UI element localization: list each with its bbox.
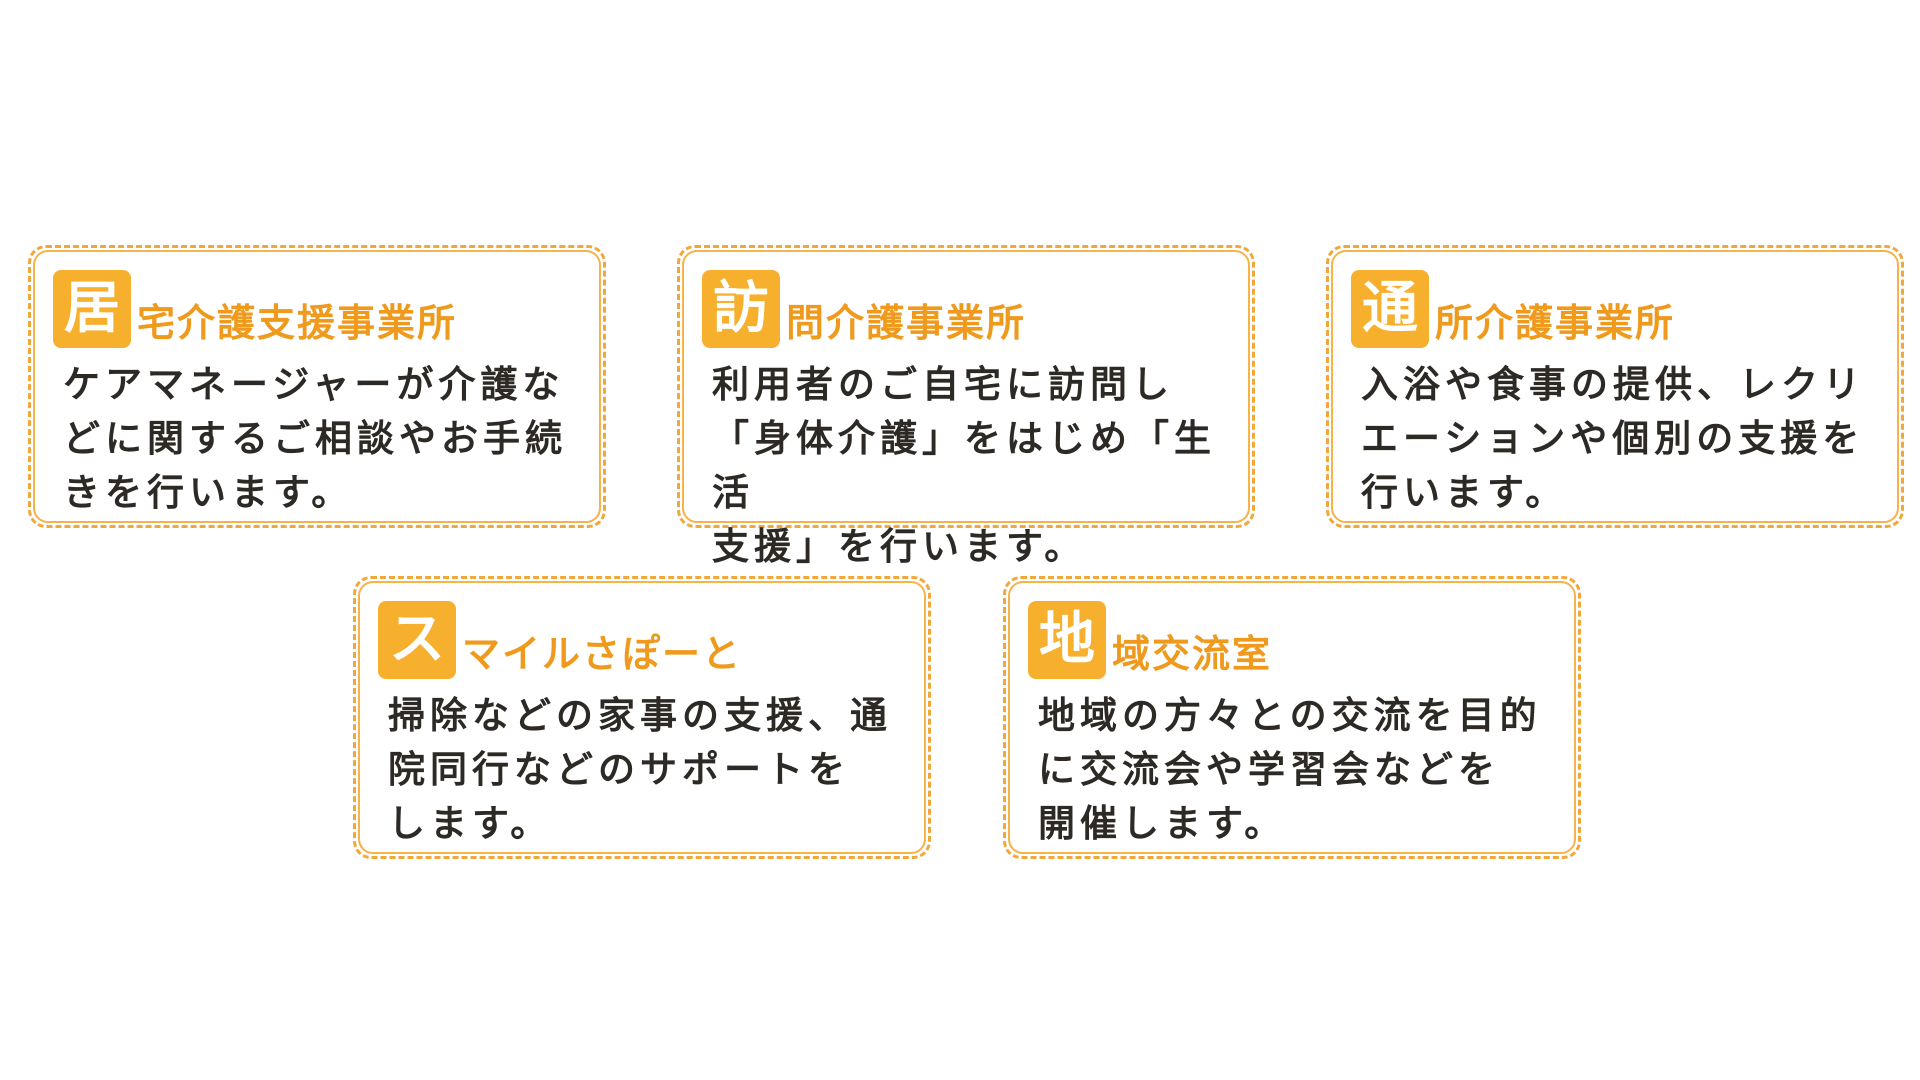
- card-description: 入浴や食事の提供、レクリ エーションや個別の支援を 行います。: [1361, 363, 1865, 514]
- title-badge: 訪: [702, 270, 780, 348]
- card-title: 通 所介護事業所: [1351, 270, 1675, 348]
- card-chiiki-koryushitsu: 地 域交流室 地域の方々との交流を目的 に交流会や学習会などを 開催します。: [1003, 576, 1581, 859]
- title-text: 域交流室: [1112, 632, 1273, 676]
- title-text: マイルさぽーと: [462, 632, 743, 676]
- card-title: 地 域交流室: [1028, 601, 1272, 679]
- card-kyotaku-kaigo-shien: 居 宅介護支援事業所 ケアマネージャーが介護な どに関するご相談やお手続 きを行…: [28, 245, 606, 528]
- card-smile-support: ス マイルさぽーと 掃除などの家事の支援、通 院同行などのサポートを します。: [353, 576, 931, 859]
- title-badge: 居: [53, 270, 131, 348]
- card-title: ス マイルさぽーと: [378, 601, 742, 679]
- card-title: 訪 問介護事業所: [702, 270, 1026, 348]
- title-text: 所介護事業所: [1435, 301, 1676, 345]
- title-badge: 地: [1028, 601, 1106, 679]
- title-badge: 通: [1351, 270, 1429, 348]
- card-description: 地域の方々との交流を目的 に交流会や学習会などを 開催します。: [1038, 694, 1542, 845]
- card-description: 掃除などの家事の支援、通 院同行などのサポートを します。: [388, 694, 892, 845]
- card-title: 居 宅介護支援事業所: [53, 270, 457, 348]
- title-text: 問介護事業所: [786, 301, 1027, 345]
- card-houmon-kaigo: 訪 問介護事業所 利用者のご自宅に訪問し 「身体介護」をはじめ「生活 支援」を行…: [677, 245, 1255, 568]
- title-text: 宅介護支援事業所: [137, 301, 458, 345]
- card-tsusho-kaigo: 通 所介護事業所 入浴や食事の提供、レクリ エーションや個別の支援を 行います。: [1326, 245, 1904, 528]
- card-description: ケアマネージャーが介護な どに関するご相談やお手続 きを行います。: [63, 363, 567, 514]
- card-description: 利用者のご自宅に訪問し 「身体介護」をはじめ「生活 支援」を行います。: [712, 363, 1216, 568]
- title-badge: ス: [378, 601, 456, 679]
